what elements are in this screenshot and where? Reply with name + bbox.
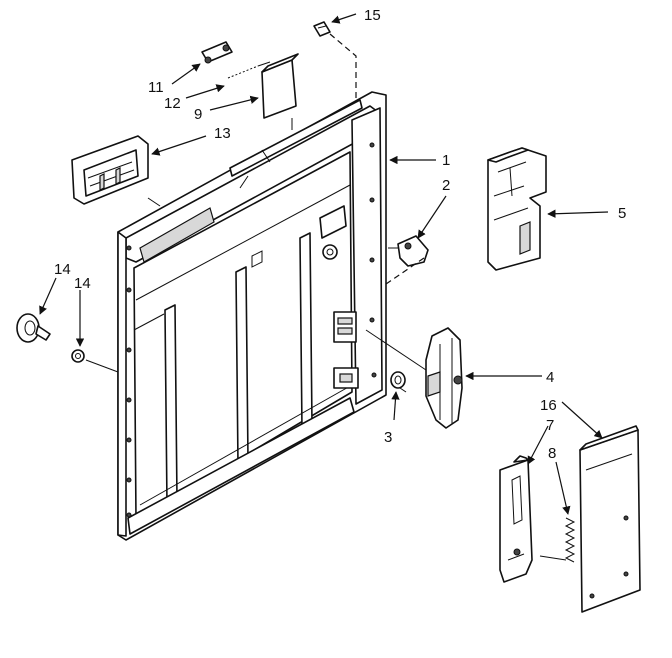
- screw-part-15: [313, 21, 357, 100]
- clip-part-10: [201, 41, 233, 64]
- cover-part-9: [261, 53, 299, 130]
- bracket-part-7: [499, 455, 533, 583]
- callout-8: 8: [548, 445, 556, 462]
- roller-part-13: [16, 313, 51, 343]
- callout-5: 5: [618, 205, 626, 222]
- inner-door-panel-part-1: [117, 91, 387, 541]
- callout-labels: 15 1 2 5 4 3 16 7 8 11 12 9 13 14 14: [54, 7, 626, 462]
- latch-housing-part-5: [487, 147, 547, 271]
- callout-11: 12: [164, 95, 181, 112]
- nut-part-14: [71, 349, 85, 363]
- callout-12: 13: [214, 125, 231, 142]
- latch-bracket-part-2: [388, 235, 429, 267]
- spring-part-8: [539, 517, 576, 563]
- callout-1: 1: [442, 152, 450, 169]
- left-rim-holes: [126, 245, 132, 518]
- callout-16: 16: [540, 397, 557, 414]
- leader-lines: [39, 13, 609, 515]
- spring-part-11: [227, 61, 271, 79]
- knob-part-3: [390, 371, 406, 389]
- callout-4: 4: [546, 369, 554, 386]
- callout-7: 7: [546, 417, 554, 434]
- latch-assembly-part-4: [425, 327, 463, 429]
- callout-10: 11: [148, 79, 164, 96]
- callout-13: 14: [54, 261, 71, 278]
- right-channel-holes: [369, 142, 377, 378]
- dispenser-handle-part-12: [71, 135, 149, 205]
- callout-14: 14: [74, 275, 91, 292]
- assembly-lines: [85, 197, 427, 393]
- side-panel-part-16: [579, 425, 641, 613]
- callout-3: 3: [384, 429, 392, 446]
- callout-2: 2: [442, 177, 450, 194]
- callout-9: 9: [194, 106, 202, 123]
- callout-15: 15: [364, 7, 381, 24]
